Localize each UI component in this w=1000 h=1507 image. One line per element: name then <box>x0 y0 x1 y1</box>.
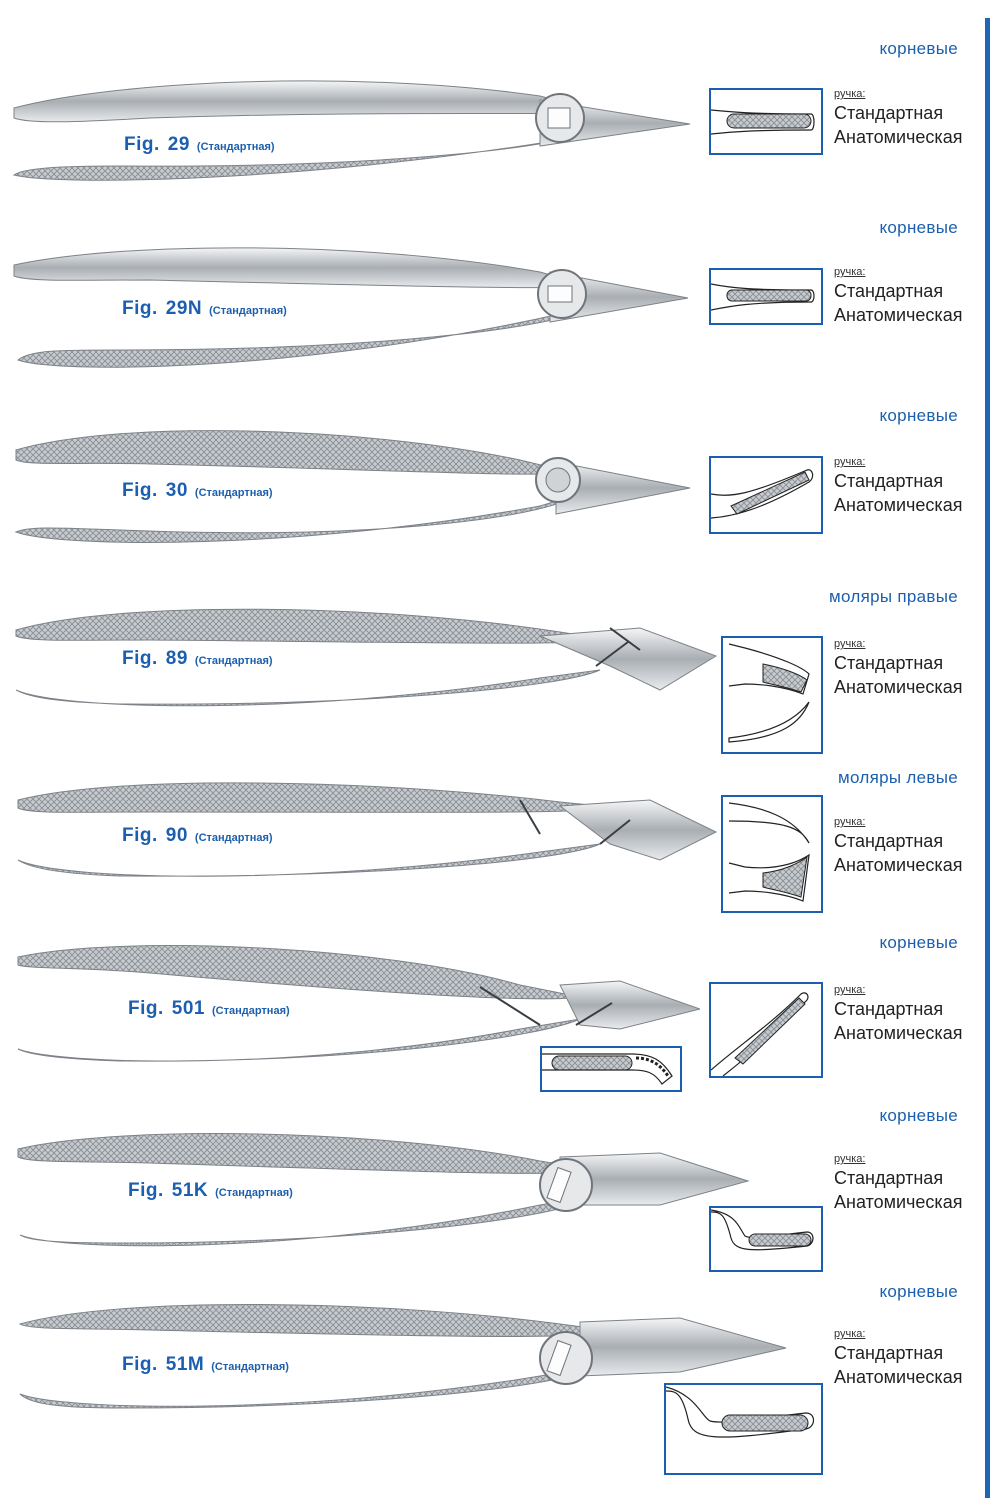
catalog-item-fig-29n: Fig. 29N (Стандартная) корневые ручка: Ста… <box>0 190 1000 380</box>
figure-number: 51M <box>165 1354 205 1375</box>
figure-variant: (Стандартная) <box>211 1005 290 1017</box>
handle-diagram <box>709 88 823 155</box>
figure-prefix: Fig. <box>122 298 158 319</box>
figure-number: 51K <box>171 1180 209 1201</box>
figure-label: Fig. 29 (Стандартная) <box>124 134 275 156</box>
figure-number: 90 <box>165 825 188 846</box>
handle-diagram <box>721 795 823 913</box>
figure-prefix: Fig. <box>128 1180 164 1201</box>
figure-variant: (Стандартная) <box>209 305 287 317</box>
figure-prefix: Fig. <box>124 134 160 155</box>
handle-options: ручка: Стандартная Анатомическая <box>834 1328 962 1389</box>
forceps-image <box>14 430 691 543</box>
category-label: корневые <box>879 1106 958 1125</box>
figure-prefix: Fig. <box>122 480 158 501</box>
figure-prefix: Fig. <box>122 1354 158 1375</box>
option-standard: Стандартная <box>834 103 944 123</box>
category-label: корневые <box>879 1282 958 1301</box>
handle-diagram <box>709 456 823 534</box>
catalog-item-fig-501: Fig. 501 (Стандартная) корневые ручка: Ста… <box>0 925 1000 1105</box>
category-label: корневые <box>879 406 958 425</box>
figure-number: 89 <box>165 648 188 669</box>
figure-variant: (Стандартная) <box>194 655 273 667</box>
handle-diagram <box>709 1206 823 1272</box>
option-standard: Стандартная <box>834 471 944 491</box>
handle-caption: ручка: <box>834 1328 866 1340</box>
catalog-item-fig-51k: Fig. 51K (Стандартная) корневые ручка: Ста… <box>0 1105 1000 1280</box>
handle-caption: ручка: <box>834 88 866 100</box>
figure-prefix: Fig. <box>128 998 164 1019</box>
handle-options: ручка: Стандартная Анатомическая <box>834 816 962 877</box>
option-anatomical: Анатомическая <box>834 495 963 515</box>
figure-label: Fig. 90 (Стандартная) <box>122 825 273 847</box>
category-label: моляры правые <box>828 587 958 606</box>
option-standard: Стандартная <box>834 1343 944 1363</box>
figure-number: 501 <box>171 998 205 1019</box>
catalog-item-fig-30: Fig. 30 (Стандартная) корневые ручка: Стан… <box>0 380 1000 570</box>
handle-options: ручка: Стандартная Анатомическая <box>834 88 962 149</box>
option-anatomical: Анатомическая <box>834 305 963 325</box>
figure-prefix: Fig. <box>122 825 158 846</box>
category-label: корневые <box>879 933 958 952</box>
forceps-image <box>17 1133 750 1247</box>
figure-variant: (Стандартная) <box>196 141 275 153</box>
forceps-image <box>17 945 700 1062</box>
figure-variant: (Стандартная) <box>211 1361 289 1373</box>
catalog-item-fig-51m: Fig. 51M (Стандартная) корневые ручка: Ста… <box>0 1280 1000 1507</box>
catalog-item-fig-89: Fig. 89 (Стандартная) моляры правые ручка:… <box>0 570 1000 760</box>
handle-options: ручка: Стандартная Анатомическая <box>834 456 962 517</box>
forceps-image <box>15 608 718 707</box>
option-anatomical: Анатомическая <box>834 677 963 697</box>
category-label: корневые <box>879 39 958 58</box>
figure-label: Fig. 51K (Стандартная) <box>128 1180 293 1202</box>
handle-diagram <box>721 636 823 754</box>
figure-label: Fig. 51M (Стандартная) <box>122 1354 289 1376</box>
handle-caption: ручка: <box>834 1153 866 1165</box>
figure-variant: (Стандартная) <box>194 487 273 499</box>
handle-diagram <box>709 268 823 325</box>
option-standard: Стандартная <box>834 281 944 301</box>
handle-diagram <box>664 1383 823 1475</box>
forceps-image <box>13 247 689 368</box>
handle-diagram <box>709 982 823 1078</box>
option-anatomical: Анатомическая <box>834 1023 963 1043</box>
option-anatomical: Анатомическая <box>834 127 963 147</box>
category-label: корневые <box>879 218 958 237</box>
figure-label: Fig. 30 (Стандартная) <box>122 480 273 502</box>
option-anatomical: Анатомическая <box>834 1367 963 1387</box>
handle-options: ручка: Стандартная Анатомическая <box>834 984 962 1045</box>
option-standard: Стандартная <box>834 653 944 673</box>
handle-options: ручка: Стандартная Анатомическая <box>834 266 962 327</box>
option-standard: Стандартная <box>834 831 944 851</box>
figure-number: 29 <box>167 134 190 155</box>
handle-caption: ручка: <box>834 816 866 828</box>
figure-variant: (Стандартная) <box>194 832 273 844</box>
figure-label: Fig. 501 (Стандартная) <box>128 998 290 1020</box>
handle-caption: ручка: <box>834 984 866 996</box>
handle-options: ручка: Стандартная Анатомическая <box>834 638 962 699</box>
figure-number: 29N <box>165 298 203 319</box>
forceps-image <box>12 80 691 181</box>
handle-caption: ручка: <box>834 266 866 278</box>
option-standard: Стандартная <box>834 1168 944 1188</box>
option-anatomical: Анатомическая <box>834 855 963 875</box>
right-accent-rule <box>985 18 990 1498</box>
handle-options: ручка: Стандартная Анатомическая <box>834 1153 962 1214</box>
catalog-item-fig-90: Fig. 90 (Стандартная) моляры левые ручка: … <box>0 760 1000 925</box>
category-label: моляры левые <box>838 768 958 787</box>
figure-number: 30 <box>165 480 188 501</box>
figure-label: Fig. 89 (Стандартная) <box>122 648 273 670</box>
handle-caption: ручка: <box>834 638 866 650</box>
option-standard: Стандартная <box>834 999 944 1019</box>
figure-variant: (Стандартная) <box>215 1187 293 1199</box>
figure-prefix: Fig. <box>122 648 158 669</box>
option-anatomical: Анатомическая <box>834 1192 963 1212</box>
catalog-item-fig-29: Fig. 29 (Стандартная) корневые ручка: Стан… <box>0 0 1000 190</box>
handle-diagram <box>540 1046 682 1092</box>
handle-caption: ручка: <box>834 456 866 468</box>
forceps-image <box>18 1304 787 1409</box>
figure-label: Fig. 29N (Стандартная) <box>122 298 287 320</box>
forceps-image <box>17 782 718 877</box>
